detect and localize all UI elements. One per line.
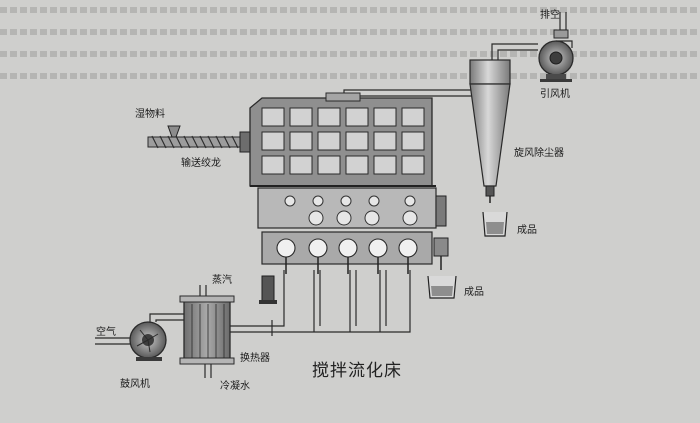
induced-fan-icon: [538, 29, 574, 82]
label-steam: 蒸汽: [212, 275, 232, 286]
label-screw-conveyor: 输送绞龙: [181, 158, 221, 169]
blower-fan-icon: [129, 321, 167, 361]
product-bin-bottom-icon: [427, 275, 457, 299]
label-product-top: 成品: [517, 225, 537, 236]
label-blower: 鼓风机: [120, 379, 150, 390]
label-air: 空气: [96, 327, 116, 338]
label-wet-material: 湿物料: [135, 109, 165, 120]
cyclone-dust-collector-icon: [469, 59, 511, 203]
label-heat-exchanger: 换热器: [240, 353, 270, 364]
label-condensate: 冷凝水: [220, 381, 250, 392]
label-induced-fan: 引风机: [540, 89, 570, 100]
heat-exchanger-icon: [179, 295, 235, 365]
diagram-title: 搅拌流化床: [312, 361, 402, 381]
product-bin-top-icon: [482, 211, 508, 237]
label-cyclone: 旋风除尘器: [514, 148, 564, 159]
label-exhaust: 排空: [540, 10, 560, 21]
label-product-bottom: 成品: [464, 287, 484, 298]
fluid-bed-dryer-icon: [249, 92, 449, 304]
background-bleed-lines: [0, 7, 700, 79]
screw-conveyor-icon: [147, 125, 251, 153]
